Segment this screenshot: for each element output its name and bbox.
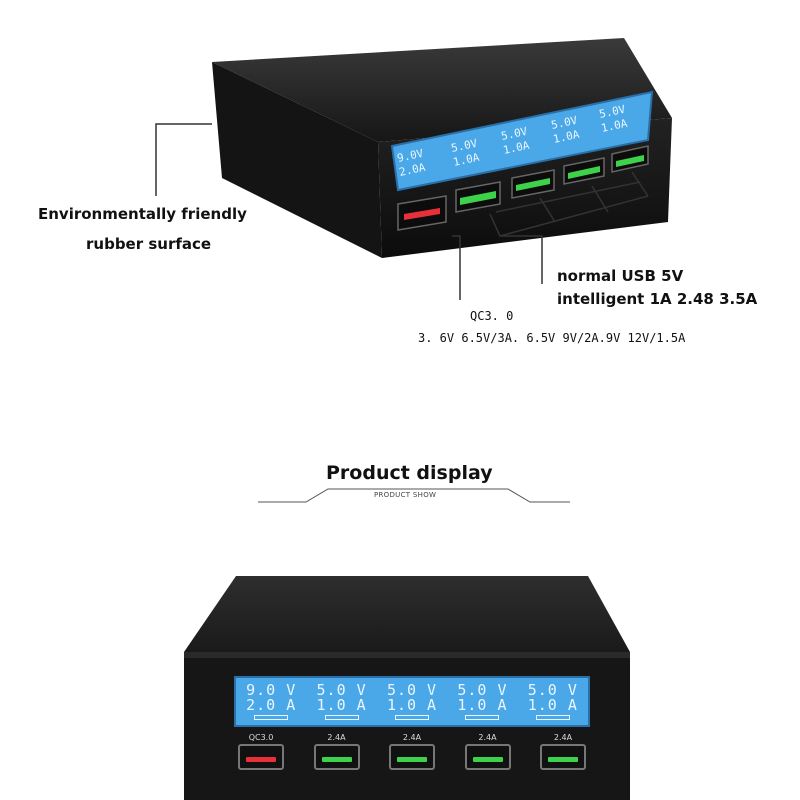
qc-callout-line2: 3. 6V 6.5V/3A. 6.5V 9V/2A.9V 12V/1.5A: [418, 331, 686, 345]
lcd-channel-5: 5.0 V 1.0 A: [518, 678, 588, 725]
lcd-voltage: 5.0 V: [457, 681, 508, 699]
port-tongue: [472, 757, 503, 762]
qc-callout-line1: QC3. 0: [470, 309, 514, 323]
svg-text:1.0A: 1.0A: [552, 128, 581, 146]
lcd-voltage: 9.0 V: [246, 681, 297, 699]
lcd-display: 9.0 V 2.0 A 5.0 V 1.0 A 5.0 V 1.0 A 5.0 …: [234, 676, 590, 727]
lcd-channel-1: 9.0 V 2.0 A: [236, 678, 306, 725]
lcd-channel-3: 5.0 V 1.0 A: [377, 678, 447, 725]
lcd-voltage: 5.0 V: [316, 681, 367, 699]
top-usb-ports: [397, 145, 649, 231]
usb-port-3[interactable]: 2.4A: [381, 732, 443, 792]
rubber-callout-line1: Environmentally friendly: [38, 205, 247, 223]
svg-text:1.0A: 1.0A: [502, 139, 531, 157]
battery-bar-icon: [535, 715, 570, 720]
lcd-voltage: 5.0 V: [527, 681, 578, 699]
port-tongue: [321, 757, 352, 762]
svg-text:1.0A: 1.0A: [452, 151, 481, 169]
svg-text:5.0V: 5.0V: [500, 125, 529, 143]
battery-bar-icon: [395, 715, 430, 720]
section-divider: [258, 488, 570, 503]
lcd-channel-2: 5.0 V 1.0 A: [306, 678, 376, 725]
battery-bar-icon: [254, 715, 289, 720]
port-tongue: [397, 757, 427, 762]
svg-text:2.0A: 2.0A: [398, 161, 427, 179]
top-lcd-digits: 9.0V 2.0A 5.0V 1.0A 5.0V 1.0A 5.0V 1.0A …: [396, 103, 629, 179]
usb-socket-icon: [540, 744, 586, 770]
usb-socket-icon: [313, 744, 360, 770]
usb-callout-line1: normal USB 5V: [557, 267, 684, 285]
rubber-callout-line2: rubber surface: [86, 235, 212, 253]
usb-callout-line2: intelligent 1A 2.48 3.5A: [557, 290, 758, 308]
lcd-current: 1.0 A: [316, 696, 367, 714]
usb-port-row: QC3.0 2.4A 2.4A 2.4A 2.4A: [230, 732, 594, 792]
battery-bar-icon: [465, 715, 500, 720]
port-label: QC3.0: [248, 733, 274, 742]
port-tongue: [246, 757, 276, 762]
usb-port-2[interactable]: 2.4A: [306, 732, 368, 792]
usb-socket-icon: [464, 744, 511, 770]
port-tongue: [548, 757, 578, 762]
usb-port-4[interactable]: 2.4A: [457, 732, 519, 792]
svg-text:5.0V: 5.0V: [450, 137, 479, 155]
svg-text:5.0V: 5.0V: [598, 103, 627, 121]
callout-lines: [155, 123, 649, 300]
charger-top-image: 9.0V 2.0A 5.0V 1.0A 5.0V 1.0A 5.0V 1.0A …: [155, 38, 672, 300]
top-lcd-screen: [390, 90, 654, 192]
port-label: 2.4A: [327, 733, 346, 742]
usb-port-qc[interactable]: QC3.0: [230, 732, 292, 792]
lcd-channel-4: 5.0 V 1.0 A: [447, 678, 517, 725]
port-label: 2.4A: [402, 733, 422, 742]
section-subtitle: PRODUCT SHOW: [374, 491, 437, 499]
lcd-current: 2.0 A: [246, 696, 297, 714]
section-title: Product display: [326, 462, 493, 484]
svg-text:1.0A: 1.0A: [600, 117, 629, 135]
lcd-current: 1.0 A: [386, 696, 438, 714]
lcd-current: 1.0 A: [457, 696, 508, 714]
port-label: 2.4A: [478, 733, 497, 742]
usb-socket-icon: [389, 744, 435, 770]
usb-port-5[interactable]: 2.4A: [532, 732, 594, 792]
lcd-voltage: 5.0 V: [386, 681, 438, 699]
lcd-current: 1.0 A: [527, 696, 578, 714]
battery-bar-icon: [324, 715, 359, 720]
port-label: 2.4A: [553, 733, 573, 742]
svg-text:9.0V: 9.0V: [396, 147, 425, 165]
svg-text:5.0V: 5.0V: [550, 114, 579, 132]
usb-socket-icon: [238, 744, 284, 770]
